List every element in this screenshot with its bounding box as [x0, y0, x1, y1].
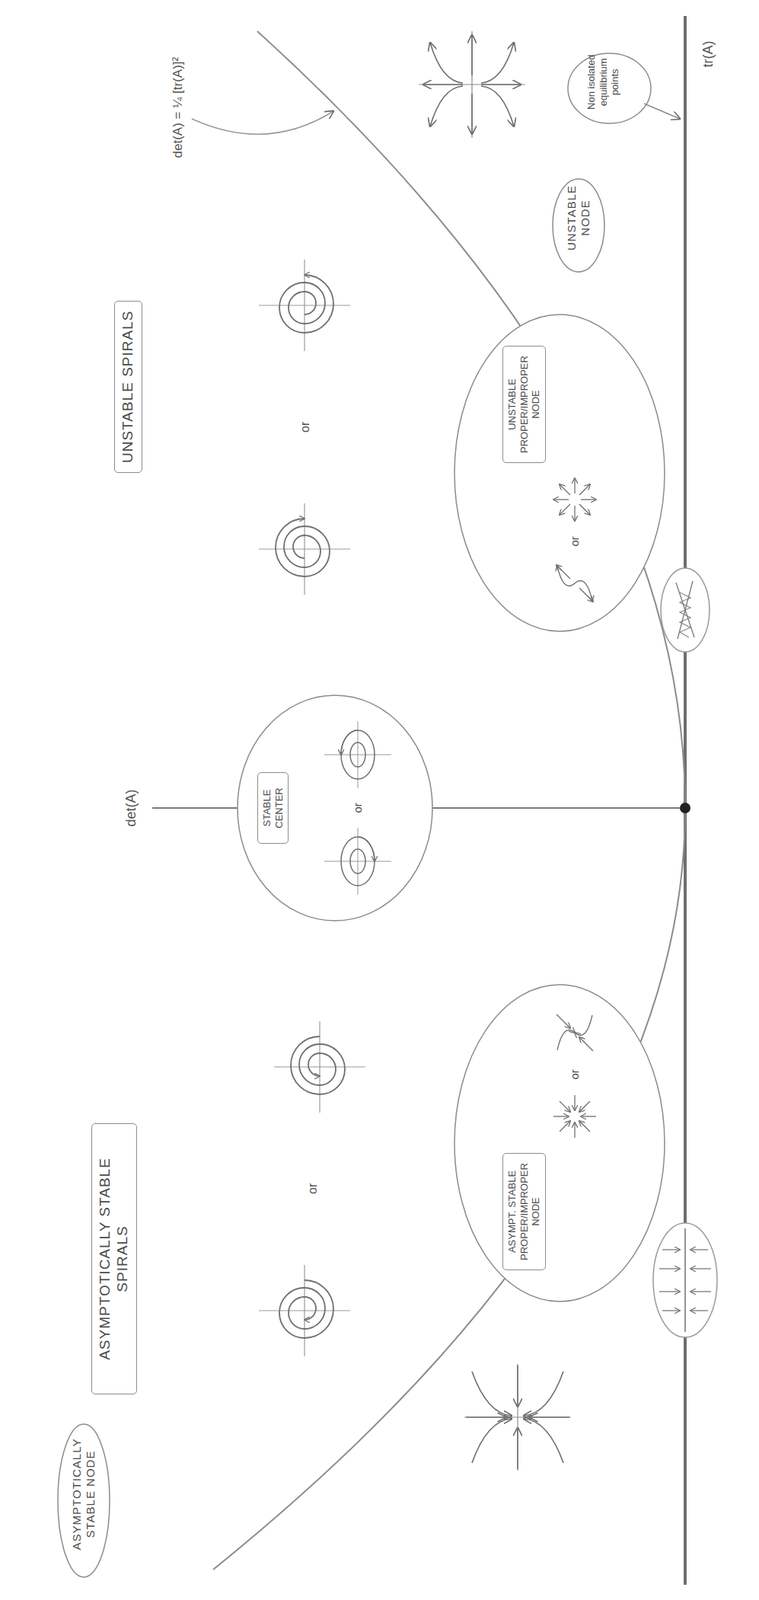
text-holder: Non isolated equilibrium points — [585, 51, 622, 113]
axes — [152, 15, 686, 1585]
box-label: UNSTABLE PROPER/IMPROPER NODE — [506, 350, 543, 458]
spiral-axes — [258, 259, 366, 1356]
axis-pointer — [644, 103, 680, 119]
box-label: UNSTABLE SPIRALS — [119, 310, 138, 463]
origin-dot — [679, 802, 691, 814]
stable-improper-node — [556, 1014, 594, 1051]
blob-outline-shape — [454, 984, 665, 1302]
region-blob: orASYMPT. STABLE PROPER/IMPROPER NODE — [452, 982, 667, 1303]
connective-label: or — [567, 1068, 582, 1079]
stable-spiral — [279, 1279, 334, 1338]
blob-outline-shape — [237, 695, 433, 921]
region-title-box: ASYMPTOTICALLY STABLE SPIRALS — [91, 1122, 138, 1394]
connective-label: or — [297, 421, 313, 433]
region-title-box: ASYMPT. STABLE PROPER/IMPROPER NODE — [502, 1152, 546, 1270]
stable-proper-node — [553, 1094, 597, 1138]
unstable-node-portrait — [418, 31, 526, 138]
unstable-improper-node — [556, 564, 594, 602]
blob-mask — [237, 695, 433, 921]
text-holder: or — [350, 802, 365, 813]
blob-label: UNSTABLE NODE — [564, 177, 593, 259]
blob-masks — [237, 314, 665, 1302]
parabola-curve — [213, 31, 686, 1570]
box-label: ASYMPT. STABLE PROPER/IMPROPER NODE — [506, 1157, 543, 1265]
connective-label: or — [350, 802, 365, 813]
blob-outline — [452, 312, 667, 633]
blob-outline-shape — [454, 314, 665, 632]
region-blob: ASYMPTOTICALLY STABLE NODE — [56, 1422, 112, 1579]
blob-mask — [454, 984, 665, 1302]
connective-label: or — [567, 535, 582, 546]
axis-label: tr(A) — [700, 41, 718, 68]
region-title-box: UNSTABLE SPIRALS — [114, 300, 143, 473]
blob-outline — [452, 982, 667, 1303]
text-holder: or — [567, 1068, 582, 1079]
region-title-box: STABLE CENTER — [257, 771, 289, 844]
blob-outline-shape — [567, 53, 651, 124]
region-blob: UNSTABLE NODE — [551, 177, 606, 274]
region-title-box: UNSTABLE PROPER/IMPROPER NODE — [502, 345, 546, 463]
text-holder: or — [567, 535, 582, 546]
unstable-proper-node — [553, 478, 597, 521]
box-label: ASYMPTOTICALLY STABLE SPIRALS — [96, 1132, 132, 1385]
blob-label: ASYMPTOTICALLY STABLE NODE — [70, 1431, 98, 1557]
blob-mask — [454, 314, 665, 632]
text-holder: ASYMPTOTICALLY STABLE NODE — [70, 1431, 98, 1557]
blob-outline — [566, 51, 653, 125]
connective-label: or — [305, 1183, 320, 1194]
formula-pointer — [191, 111, 334, 134]
stable-node-portrait — [464, 1363, 571, 1471]
box-label: STABLE CENTER — [261, 777, 285, 839]
region-blob: or STABLE CENTER — [235, 693, 434, 922]
axis-label: det(A) — [123, 788, 141, 826]
unstable-spiral — [279, 274, 334, 333]
crossed-out-sketch — [660, 567, 710, 652]
region-blob: or UNSTABLE PROPER/IMPROPER NODE — [452, 312, 667, 633]
blob-label: Non isolated equilibrium points — [585, 51, 622, 113]
text-holder: UNSTABLE NODE — [564, 177, 593, 259]
note-blob: Non isolated equilibrium points — [566, 51, 653, 125]
formula-label: det(A) = ¼ [tr(A)]² — [170, 57, 186, 159]
center-orbits — [324, 720, 392, 895]
line-of-equilibria-sketch — [653, 1222, 718, 1337]
blob-outline-shape — [57, 1424, 110, 1578]
unstable-spiral — [275, 518, 330, 577]
stable-spiral — [290, 1036, 345, 1094]
